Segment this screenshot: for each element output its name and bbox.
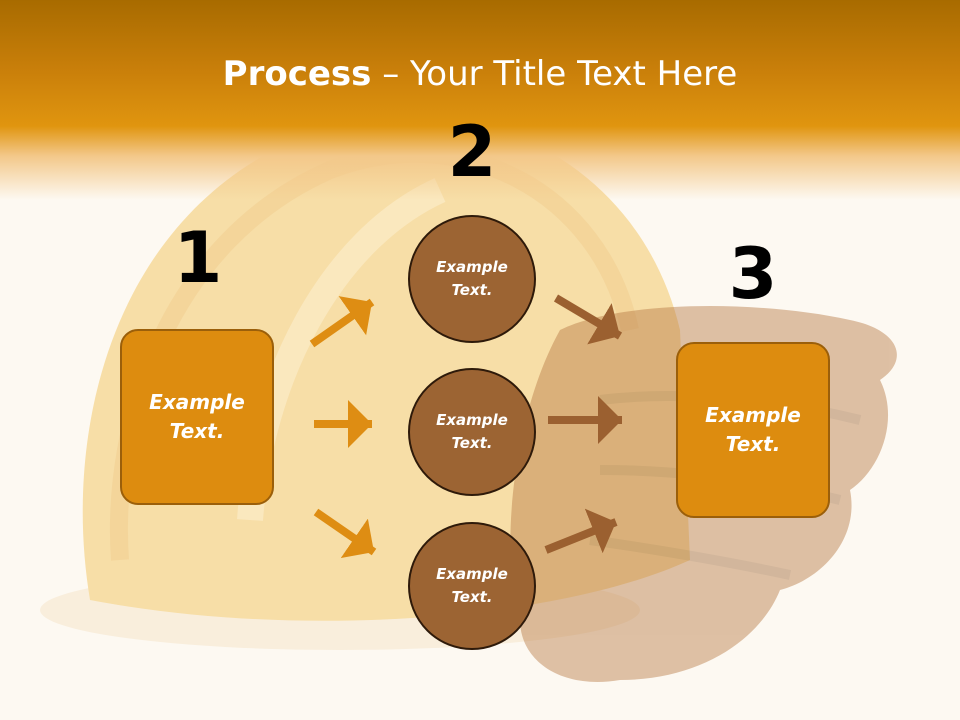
step-3-text: Example Text. [705,403,801,456]
title-band [0,0,960,200]
title-rest-part: Your Title Text Here [410,54,738,94]
step-1-box: Example Text. [120,329,274,505]
step-2-text-top: Example Text. [436,258,508,299]
step-number-3: 3 [728,233,778,315]
step-1-text: Example Text. [149,390,245,443]
step-2-circle-bottom: Example Text. [408,522,536,650]
title-bold-part: Process [222,54,372,94]
step-2-text-bottom: Example Text. [436,565,508,606]
step-number-1: 1 [173,217,223,299]
slide-title: Process – Your Title Text Here [0,52,960,96]
step-2-text-middle: Example Text. [436,411,508,452]
step-number-2: 2 [447,111,497,193]
step-2-circle-middle: Example Text. [408,368,536,496]
title-dash: – [371,54,411,94]
step-2-circle-top: Example Text. [408,215,536,343]
step-3-box: Example Text. [676,342,830,518]
